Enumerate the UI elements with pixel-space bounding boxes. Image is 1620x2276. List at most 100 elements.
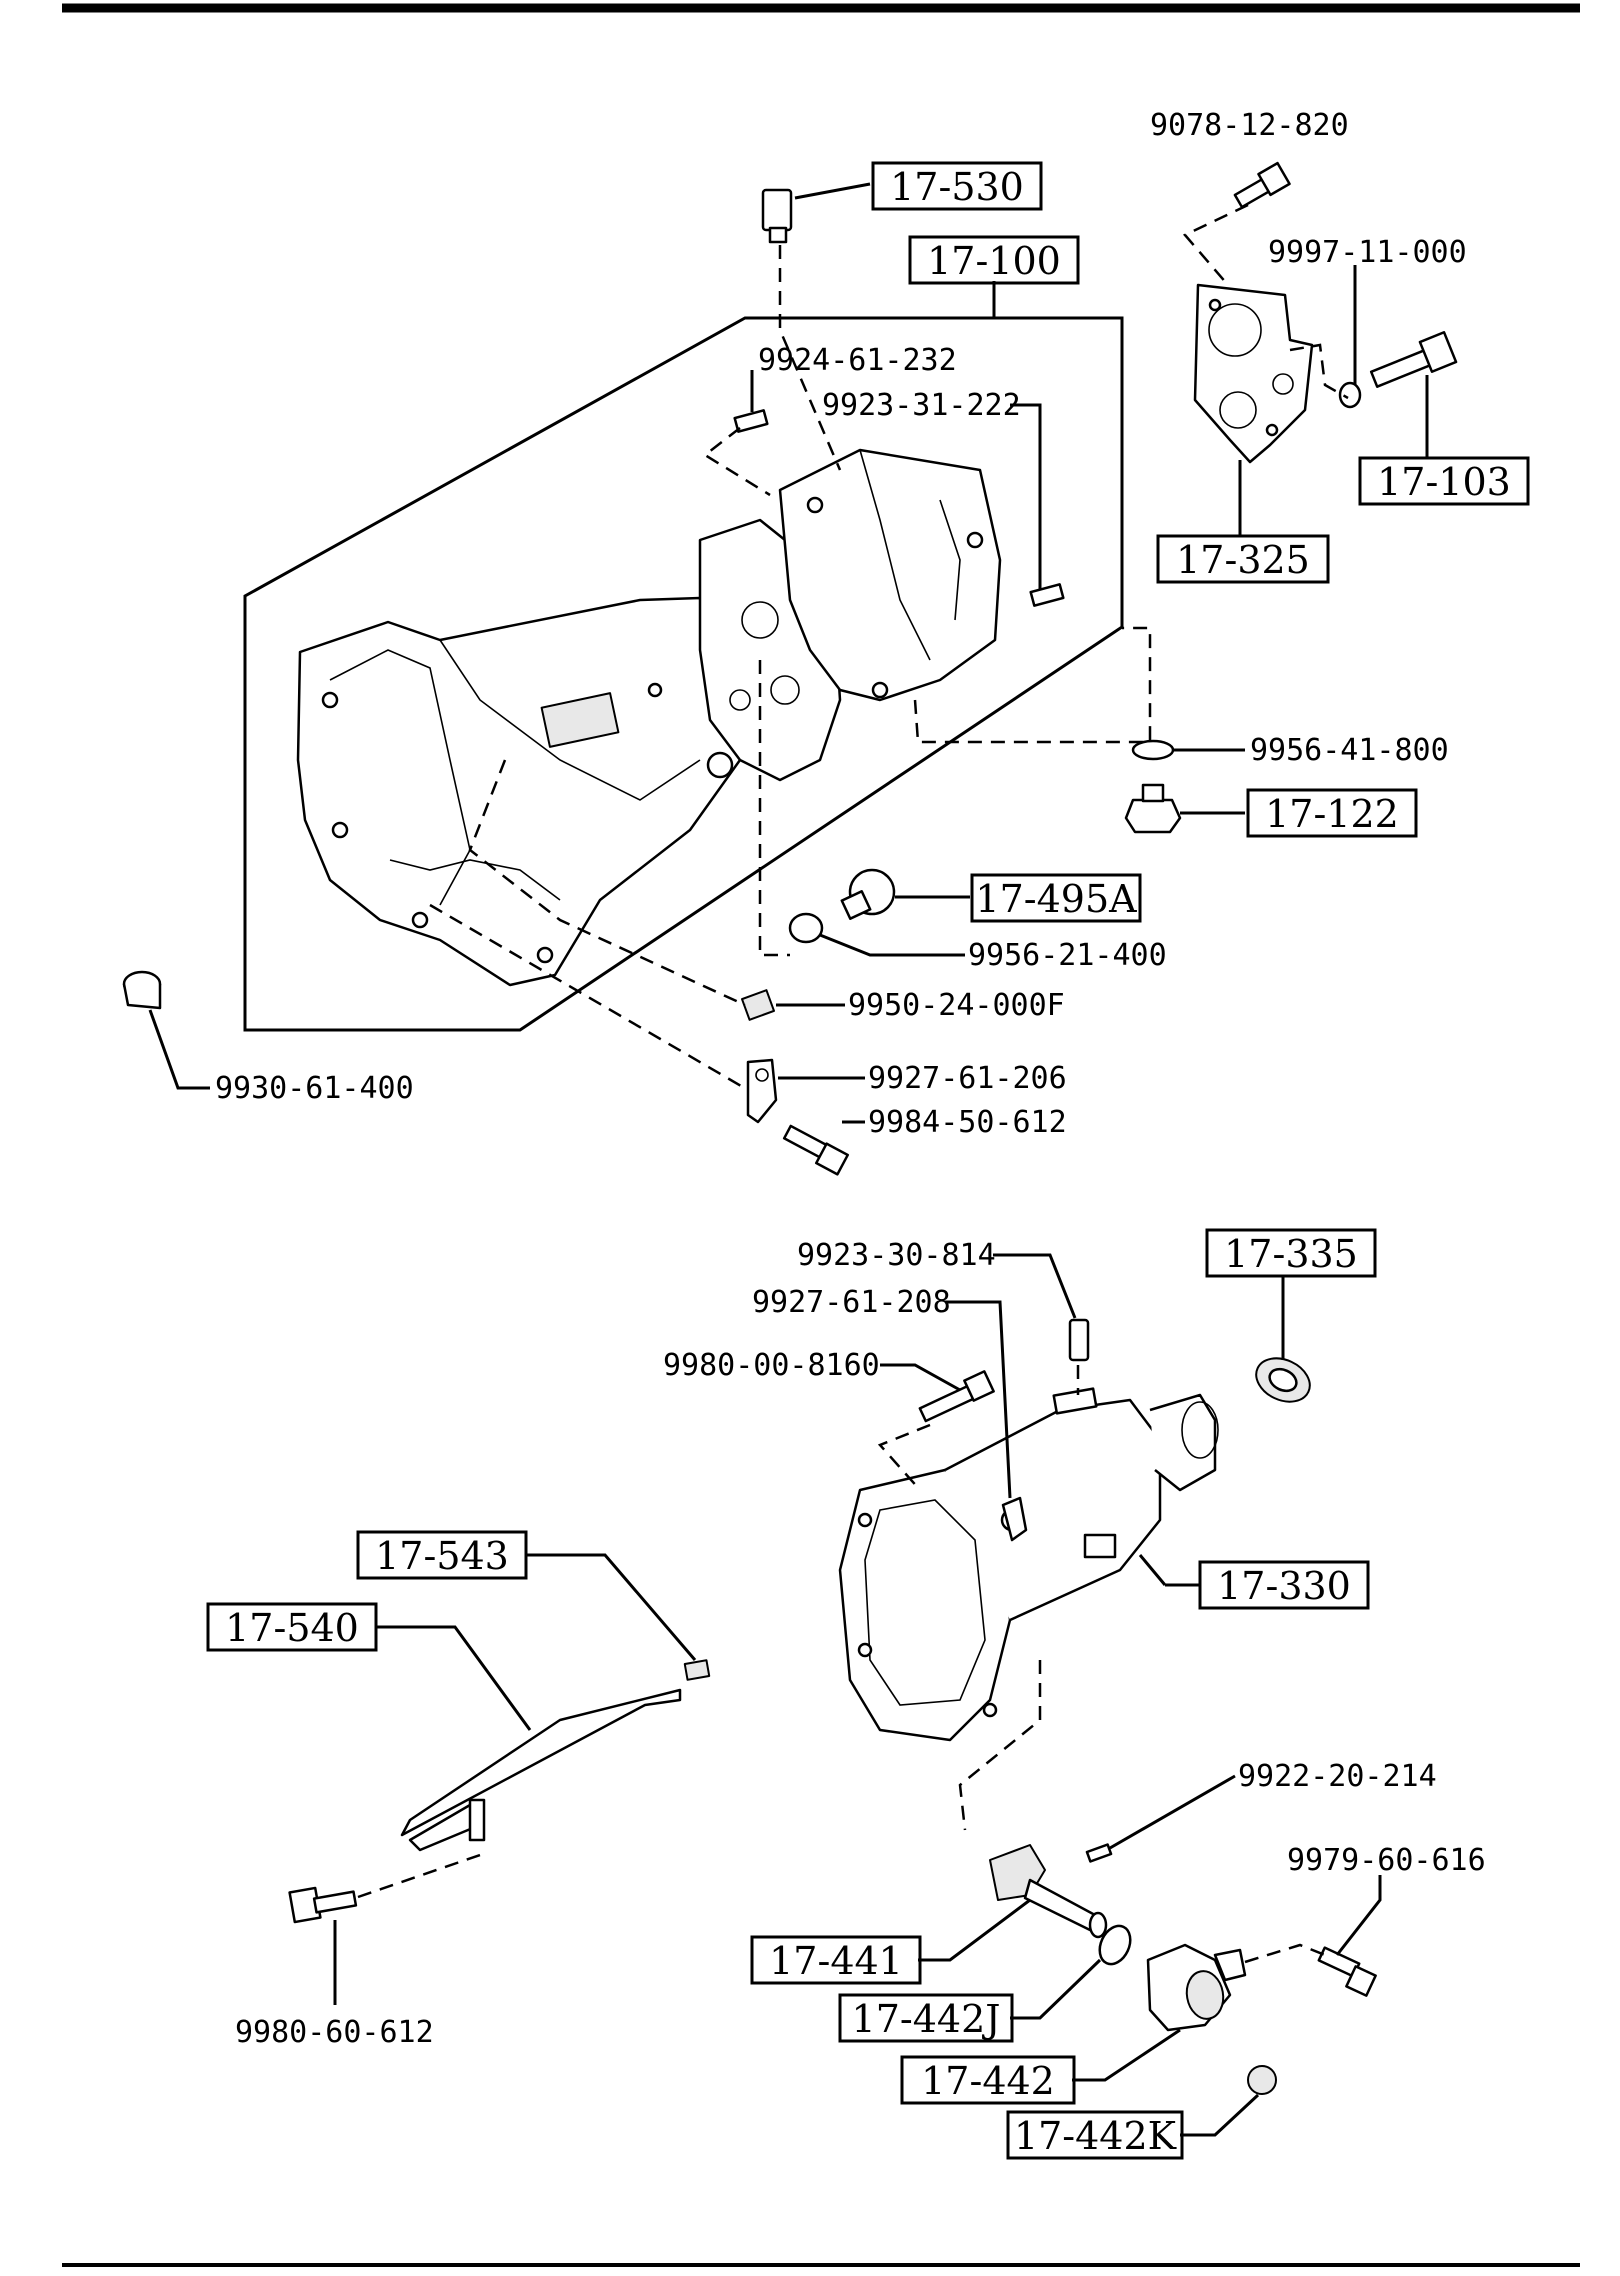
bolt-9980-00-8160 <box>918 1370 995 1423</box>
bolt-8160-dash <box>877 1423 931 1491</box>
leader-17-441 <box>918 1898 1031 1962</box>
svg-text:17-442K: 17-442K <box>1014 2114 1177 2158</box>
cover-plate-17-325 <box>1193 283 1314 464</box>
clip-9927-61-206 <box>746 1058 778 1124</box>
part-9927-61-208: 9927-61-208 <box>752 1285 951 1320</box>
cover-dash <box>1289 343 1349 400</box>
part-9930-61-400: 9930-61-400 <box>215 1071 414 1106</box>
svg-text:17-103: 17-103 <box>1377 460 1511 504</box>
ref-box-17-543: 17-543 <box>356 1530 528 1580</box>
fill-dash <box>758 660 790 957</box>
leader-17-330 <box>1138 1554 1167 1586</box>
leader-17-442J <box>1010 1958 1102 2020</box>
dowel-pin-9924 <box>733 409 769 433</box>
ref-box-17-330: 17-330 <box>1198 1560 1370 1610</box>
bushing-9930-61-400 <box>122 970 162 1010</box>
leader-17-540 <box>375 1625 532 1731</box>
part-9979-60-616: 9979-60-616 <box>1287 1843 1486 1878</box>
plug-dash <box>468 759 746 1007</box>
breather-17-530 <box>761 188 793 244</box>
ref-box-17-441: 17-441 <box>750 1935 922 1985</box>
ref-box-17-103: 17-103 <box>1358 456 1530 506</box>
svg-text:17-540: 17-540 <box>225 1606 359 1650</box>
svg-text:17-543: 17-543 <box>375 1534 509 1578</box>
bolt-9984-50-612 <box>782 1124 850 1176</box>
bolt-612-dash <box>357 1853 481 1899</box>
ref-box-17-530: 17-530 <box>871 161 1043 211</box>
bolt-9980-60-612 <box>288 1886 358 1924</box>
part-9078-12-820: 9078-12-820 <box>1150 108 1349 143</box>
part-9980-60-612: 9980-60-612 <box>235 2015 434 2050</box>
sleeve-17-442 <box>1146 1943 1247 2032</box>
clip-dash <box>429 903 749 1092</box>
clip-9927-61-208 <box>1001 1496 1028 1542</box>
bolt-616-dash <box>1244 1943 1326 1964</box>
dowel-dash <box>702 427 771 497</box>
pin-9922-20-214 <box>1085 1843 1113 1863</box>
pin-9923-30-814 <box>1068 1318 1090 1362</box>
nut-17-442K <box>1247 2065 1277 2095</box>
oil-seal-17-335 <box>1255 1357 1311 1403</box>
leader-9923-30-814 <box>993 1253 1077 1319</box>
svg-text:17-335: 17-335 <box>1224 1232 1358 1276</box>
ref-box-17-442J: 17-442J <box>838 1993 1014 2043</box>
leader-17-442K <box>1180 2093 1260 2137</box>
bracket-17-540 <box>400 1688 682 1852</box>
fill-plug-17-495A <box>840 868 896 920</box>
case-group-outline <box>243 316 1124 1032</box>
transmission-main-case <box>778 448 1002 702</box>
part-9984-50-612: 9984-50-612 <box>868 1105 1067 1140</box>
dowel-pin-9923-31 <box>1029 583 1065 607</box>
leader-9927-61-208 <box>945 1300 1012 1499</box>
part-9923-30-814: 9923-30-814 <box>797 1238 996 1273</box>
svg-text:17-442: 17-442 <box>921 2059 1055 2103</box>
bolt-17-103 <box>1369 331 1458 388</box>
part-9980-00-8160: 9980-00-8160 <box>663 1348 880 1383</box>
leader-9979 <box>1335 1875 1382 1956</box>
leader-17-442 <box>1072 2028 1181 2082</box>
svg-text:17-330: 17-330 <box>1217 1564 1351 1608</box>
ref-box-17-335: 17-335 <box>1205 1228 1377 1278</box>
driven-gear-17-441 <box>989 1844 1108 1939</box>
plug-9950-24-000F <box>741 989 775 1021</box>
svg-text:17-100: 17-100 <box>927 239 1061 283</box>
leader-9980-00-8160 <box>880 1363 961 1392</box>
part-9923-31-222: 9923-31-222 <box>822 388 1021 423</box>
washer-9997-11-000 <box>1338 381 1362 409</box>
part-9922-20-214: 9922-20-214 <box>1238 1759 1437 1794</box>
part-9924-61-232: 9924-61-232 <box>758 343 957 378</box>
ref-box-17-325: 17-325 <box>1156 534 1330 584</box>
drain-dash <box>913 626 1152 744</box>
ref-box-17-442K: 17-442K <box>1006 2110 1184 2160</box>
washer-9956-21-400 <box>788 912 824 944</box>
leader-9922 <box>1109 1774 1236 1850</box>
clutch-housing <box>296 596 762 987</box>
leader-9956-21-400 <box>819 933 965 957</box>
ref-box-17-495A: 17-495A <box>970 873 1142 923</box>
o-ring-17-442J <box>1098 1924 1132 1966</box>
breather-dash <box>778 245 842 471</box>
part-9927-61-206: 9927-61-206 <box>868 1061 1067 1096</box>
washer-9956-41-800 <box>1131 739 1175 761</box>
bolt-9078-dash <box>1182 203 1249 286</box>
bolt-9078-12-820 <box>1233 161 1291 209</box>
leader-9923-31-222 <box>1010 403 1042 590</box>
leader-9930 <box>148 1009 210 1090</box>
part-9956-41-800: 9956-41-800 <box>1250 733 1449 768</box>
ref-box-17-100: 17-100 <box>908 235 1080 285</box>
svg-text:17-325: 17-325 <box>1176 538 1310 582</box>
clip-17-543 <box>683 1659 711 1681</box>
svg-text:17-530: 17-530 <box>890 165 1024 209</box>
bolt-9979-60-616 <box>1317 1946 1377 1997</box>
leader-17-530 <box>794 182 871 200</box>
part-9950-24-000F: 9950-24-000F <box>848 988 1065 1023</box>
part-9997-11-000: 9997-11-000 <box>1268 235 1467 270</box>
leader-17-543 <box>525 1553 697 1661</box>
ref-box-17-442: 17-442 <box>900 2055 1076 2105</box>
svg-text:17-122: 17-122 <box>1265 792 1399 836</box>
svg-text:17-442J: 17-442J <box>852 1997 1001 2041</box>
part-9956-21-400: 9956-21-400 <box>968 938 1167 973</box>
drain-plug-17-122 <box>1124 783 1182 834</box>
ref-box-17-540: 17-540 <box>206 1602 378 1652</box>
